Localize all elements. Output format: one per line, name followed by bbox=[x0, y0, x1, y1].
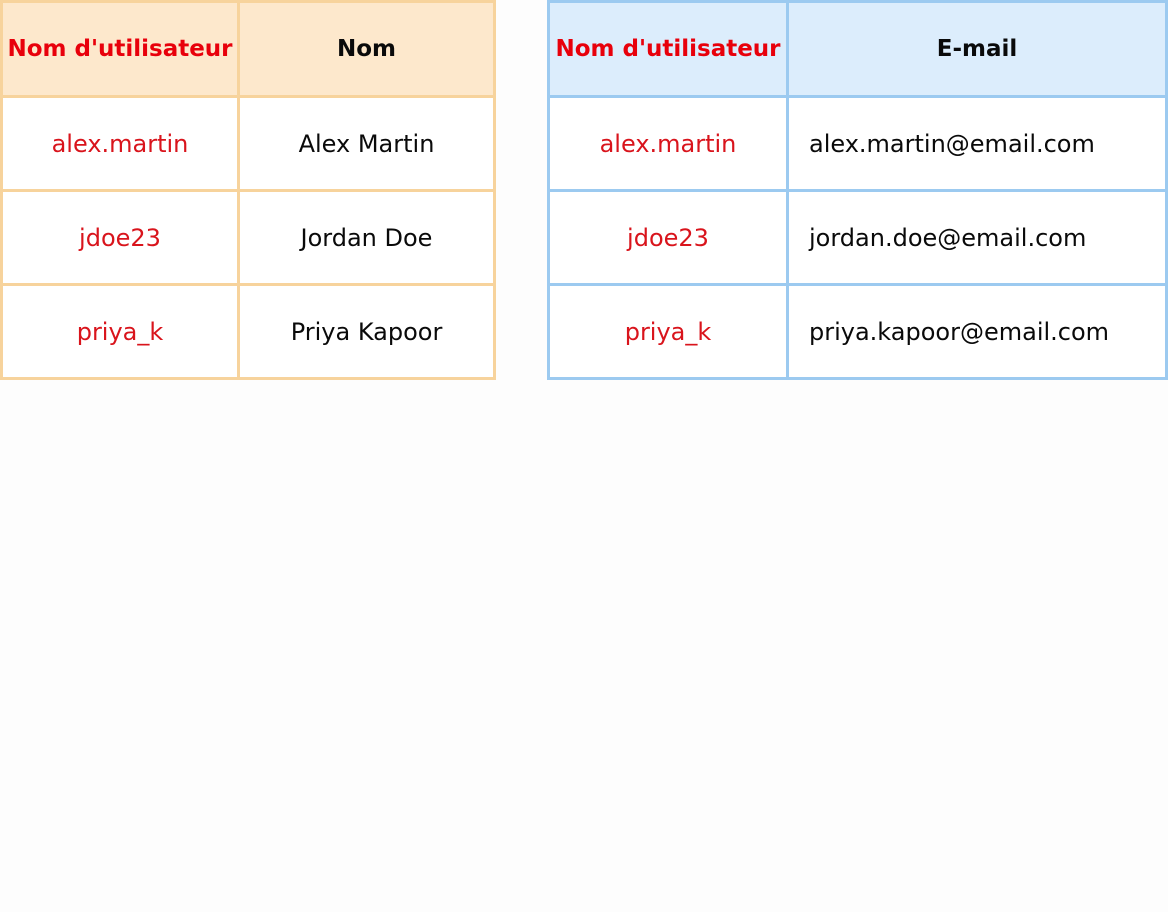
email-cell: priya.kapoor@email.com bbox=[786, 283, 1168, 380]
table-row: alex.martin Alex Martin bbox=[0, 95, 496, 192]
table-row: jdoe23 jordan.doe@email.com bbox=[547, 189, 1168, 286]
username-cell: jdoe23 bbox=[547, 189, 789, 286]
name-cell: Alex Martin bbox=[237, 95, 496, 192]
table-header-row: Nom d'utilisateur E-mail bbox=[547, 0, 1168, 98]
users-name-table: Nom d'utilisateur Nom alex.martin Alex M… bbox=[0, 0, 496, 380]
username-cell: alex.martin bbox=[0, 95, 240, 192]
username-cell: jdoe23 bbox=[0, 189, 240, 286]
name-cell: Priya Kapoor bbox=[237, 283, 496, 380]
column-header-email: E-mail bbox=[786, 0, 1168, 98]
table-header-row: Nom d'utilisateur Nom bbox=[0, 0, 496, 98]
name-cell: Jordan Doe bbox=[237, 189, 496, 286]
username-cell: alex.martin bbox=[547, 95, 789, 192]
users-email-table: Nom d'utilisateur E-mail alex.martin ale… bbox=[547, 0, 1168, 380]
table-row: priya_k priya.kapoor@email.com bbox=[547, 283, 1168, 380]
username-cell: priya_k bbox=[0, 283, 240, 380]
table-row: jdoe23 Jordan Doe bbox=[0, 189, 496, 286]
table-row: alex.martin alex.martin@email.com bbox=[547, 95, 1168, 192]
column-header-name: Nom bbox=[237, 0, 496, 98]
column-header-username: Nom d'utilisateur bbox=[547, 0, 789, 98]
email-cell: alex.martin@email.com bbox=[786, 95, 1168, 192]
username-cell: priya_k bbox=[547, 283, 789, 380]
column-header-username: Nom d'utilisateur bbox=[0, 0, 240, 98]
email-cell: jordan.doe@email.com bbox=[786, 189, 1168, 286]
table-row: priya_k Priya Kapoor bbox=[0, 283, 496, 380]
